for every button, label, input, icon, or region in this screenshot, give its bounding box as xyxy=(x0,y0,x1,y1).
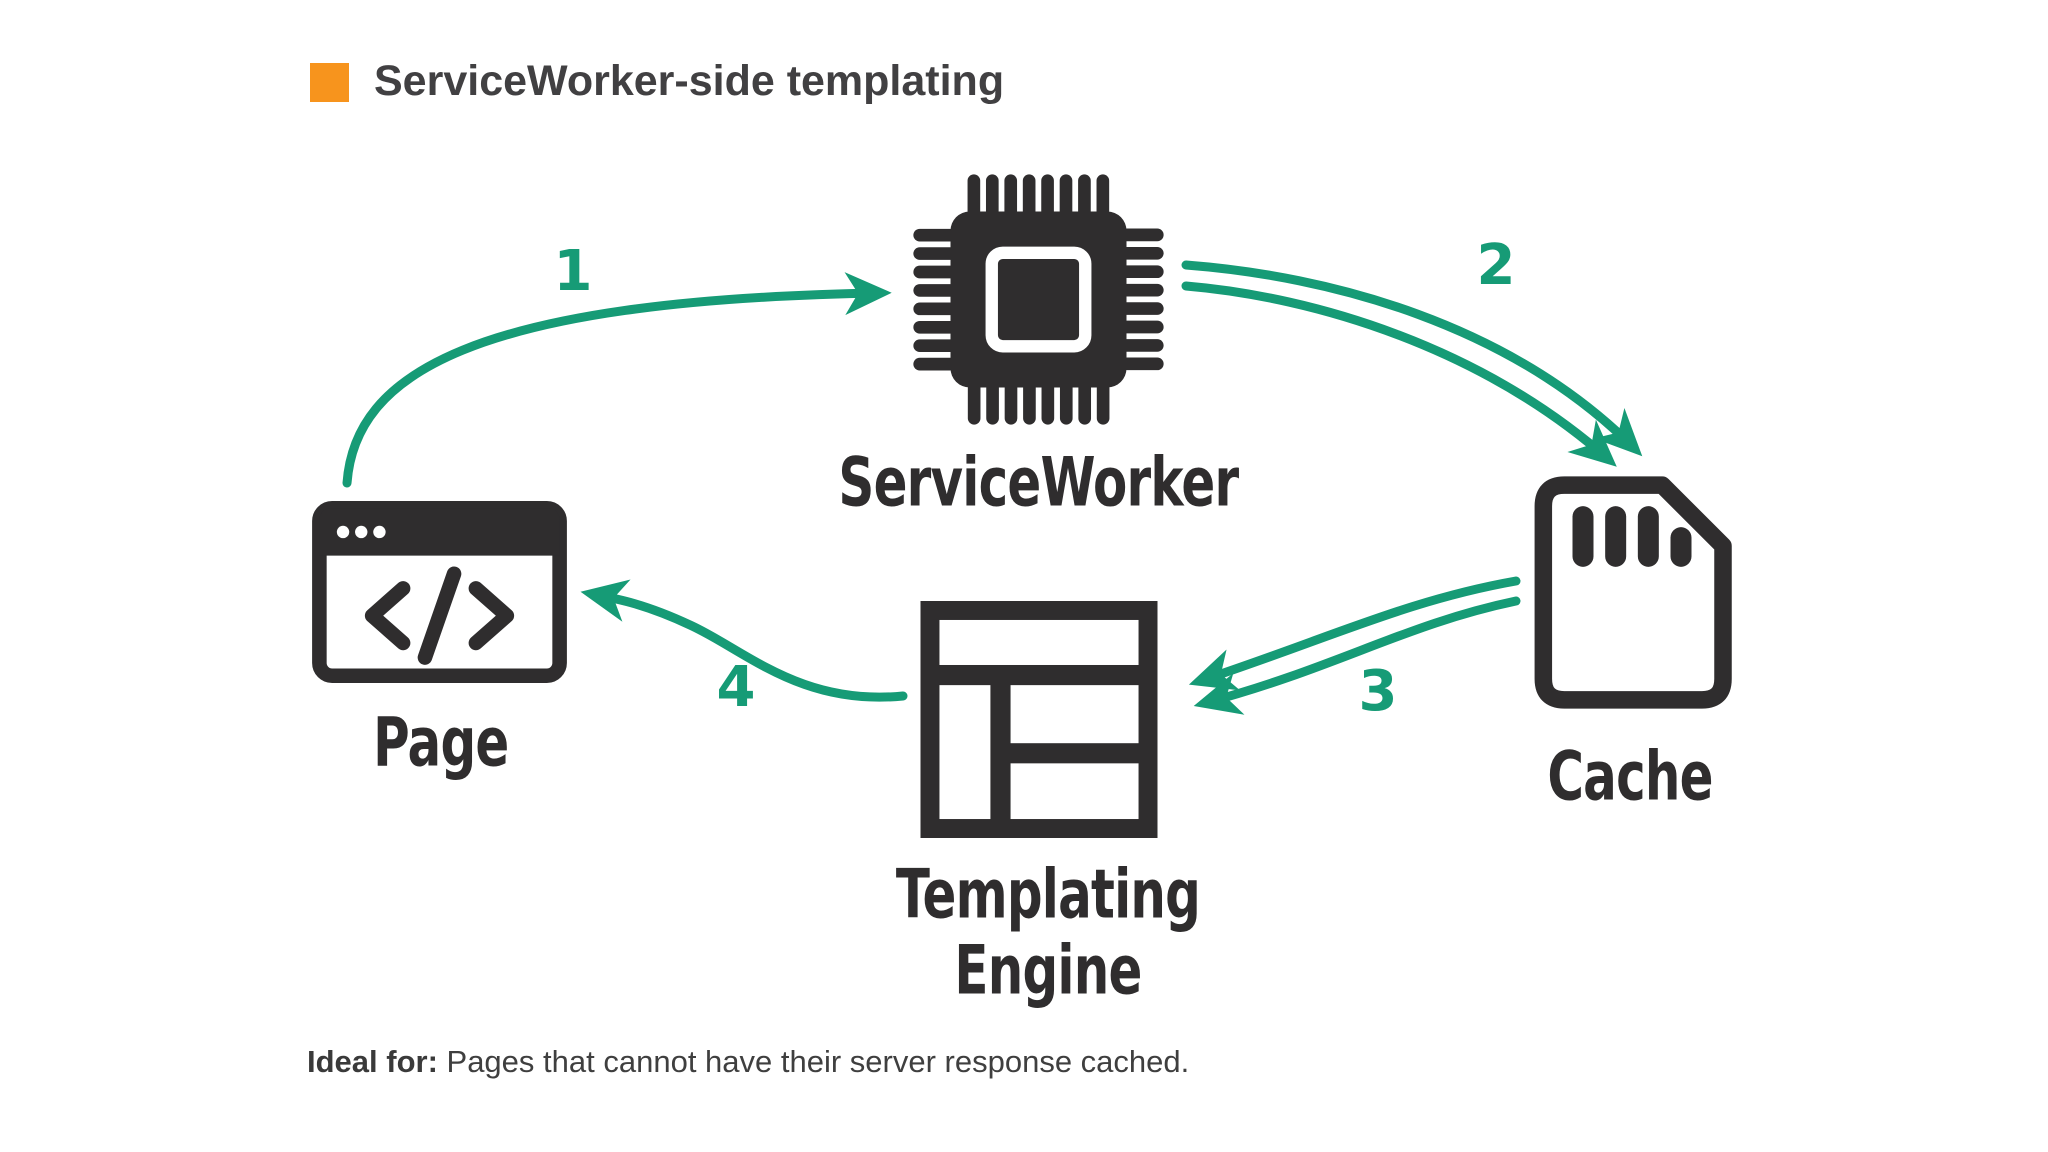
browser-window-dots xyxy=(336,525,386,539)
sd-card-icon xyxy=(1534,476,1732,709)
cache-label: Cache xyxy=(1547,737,1713,817)
step-2-arrow-inner xyxy=(1181,281,1617,467)
chip-icon xyxy=(913,174,1164,425)
step-3-arrow-inner xyxy=(1193,596,1521,715)
orange-bullet-icon xyxy=(310,63,349,102)
step-2-number: 2 xyxy=(1476,233,1516,298)
step-1-arrow xyxy=(342,272,892,488)
chip-core xyxy=(985,246,1092,353)
page-label: Page xyxy=(373,703,509,783)
sd-card-contacts xyxy=(1572,506,1692,567)
layout-icon xyxy=(920,601,1158,838)
layout-panels xyxy=(939,619,1139,820)
templating-engine-label: Templating Engine xyxy=(895,855,1201,1011)
step-2-arrow-outer xyxy=(1181,260,1643,457)
step-3-arrow-outer xyxy=(1188,576,1521,691)
ideal-for-text: Pages that cannot have their server resp… xyxy=(437,1044,1190,1079)
sd-card-body xyxy=(1534,476,1732,709)
serviceworker-label: ServiceWorker xyxy=(838,443,1239,523)
browser-window-icon xyxy=(312,501,567,683)
step-4-number: 4 xyxy=(716,655,756,720)
code-glyph xyxy=(364,566,515,665)
browser-titlebar xyxy=(319,508,560,556)
step-3-number: 3 xyxy=(1358,659,1398,724)
step-1-number: 1 xyxy=(553,239,593,304)
step-4-arrow xyxy=(580,579,908,702)
chip-pins xyxy=(967,174,1110,219)
ideal-for-label: Ideal for: xyxy=(307,1044,438,1079)
page-title: ServiceWorker-side templating xyxy=(374,57,1005,105)
ideal-for-note: Ideal for: Pages that cannot have their … xyxy=(307,1044,1189,1080)
